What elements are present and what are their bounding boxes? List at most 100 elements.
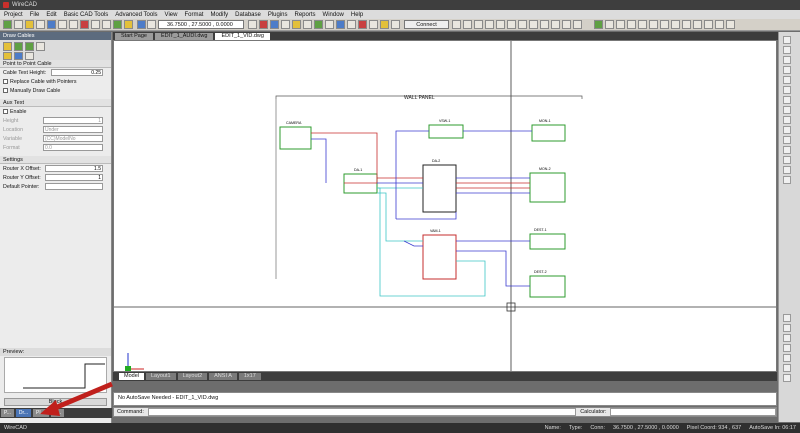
save-icon[interactable] xyxy=(25,20,34,29)
new-icon[interactable] xyxy=(3,20,12,29)
tile-icon[interactable] xyxy=(660,20,669,29)
equipment-icon[interactable] xyxy=(627,20,636,29)
height-input[interactable] xyxy=(43,117,103,124)
zoom-realtime-icon[interactable] xyxy=(518,20,527,29)
zoom-out-icon[interactable] xyxy=(463,20,472,29)
variable-input[interactable] xyxy=(43,135,103,142)
menu-database[interactable]: Database xyxy=(235,12,261,18)
menu-modify[interactable]: Modify xyxy=(210,12,229,18)
cable-text-height-input[interactable] xyxy=(51,69,103,76)
erase-icon[interactable] xyxy=(783,36,791,44)
pointer-tool-icon[interactable] xyxy=(25,52,34,60)
zoom-extents-icon[interactable] xyxy=(485,20,494,29)
paste-icon[interactable] xyxy=(69,20,78,29)
tab-vid[interactable]: EDIT_1_VID.dwg xyxy=(215,33,270,40)
save-all-icon[interactable] xyxy=(638,20,647,29)
zoom-prev-icon[interactable] xyxy=(507,20,516,29)
redraw-icon[interactable] xyxy=(573,20,582,29)
rect-icon[interactable] xyxy=(783,166,791,174)
table-icon[interactable] xyxy=(605,20,614,29)
ellipse-icon[interactable] xyxy=(783,176,791,184)
replace-checkbox[interactable] xyxy=(3,79,8,84)
menu-reports[interactable]: Reports xyxy=(294,12,316,18)
refresh-icon[interactable] xyxy=(562,20,571,29)
default-pointer-select[interactable] xyxy=(45,183,103,190)
pan-tool-icon[interactable] xyxy=(783,324,791,332)
arc-tool-icon[interactable] xyxy=(783,156,791,164)
cable-icon[interactable] xyxy=(616,20,625,29)
device-mon-2[interactable]: MON-2 xyxy=(529,167,566,203)
trim-icon[interactable] xyxy=(783,126,791,134)
link-icon[interactable] xyxy=(704,20,713,29)
line-tool-icon[interactable] xyxy=(783,46,791,54)
tab-ansi-a[interactable]: ANSI A xyxy=(209,373,237,380)
props-icon[interactable] xyxy=(783,374,791,382)
layer-tool-icon[interactable] xyxy=(783,364,791,372)
menu-format[interactable]: Format xyxy=(184,12,204,18)
wire-icon[interactable] xyxy=(303,20,312,29)
polyline-icon[interactable] xyxy=(783,56,791,64)
enable-checkbox[interactable] xyxy=(3,109,8,114)
delete-icon[interactable] xyxy=(80,20,89,29)
arc-icon[interactable] xyxy=(281,20,290,29)
flag-icon[interactable] xyxy=(358,20,367,29)
zoom-window-icon[interactable] xyxy=(474,20,483,29)
block-icon[interactable] xyxy=(336,20,345,29)
tab-start-page[interactable]: Start Page xyxy=(115,33,153,40)
pointer-icon[interactable] xyxy=(347,20,356,29)
device-dest-1[interactable]: DEST-1 xyxy=(529,228,566,250)
route-tool-icon[interactable] xyxy=(14,52,23,60)
enable-row[interactable]: Enable xyxy=(0,107,111,116)
device-da-1[interactable]: DA-1 xyxy=(343,168,378,194)
zoom-all-icon[interactable] xyxy=(496,20,505,29)
undo-icon[interactable] xyxy=(91,20,100,29)
tab-layout1[interactable]: Layout1 xyxy=(145,373,176,380)
line-icon[interactable] xyxy=(270,20,279,29)
stop-tool-icon[interactable] xyxy=(36,42,45,51)
format-input[interactable] xyxy=(43,144,103,151)
zoom-scale-icon[interactable] xyxy=(540,20,549,29)
connect-button[interactable]: Connect xyxy=(404,20,449,29)
command-input[interactable] xyxy=(147,408,577,416)
pan-icon[interactable] xyxy=(113,20,122,29)
zoom-tool-icon[interactable] xyxy=(783,344,791,352)
panel-tab-1[interactable]: P... xyxy=(1,409,14,417)
router-x-input[interactable] xyxy=(45,165,103,172)
sync-icon[interactable] xyxy=(693,20,702,29)
print-icon[interactable] xyxy=(36,20,45,29)
menu-window[interactable]: Window xyxy=(322,12,344,18)
pencil-icon[interactable] xyxy=(124,20,133,29)
menu-advanced-tools[interactable]: Advanced Tools xyxy=(115,12,158,18)
tab-11x17[interactable]: 1x17 xyxy=(238,373,261,380)
text-icon[interactable] xyxy=(325,20,334,29)
device-camera[interactable]: CAMERA xyxy=(279,121,312,150)
report-icon[interactable] xyxy=(594,20,603,29)
regen-icon[interactable] xyxy=(551,20,560,29)
menu-file[interactable]: File xyxy=(29,12,40,18)
open-icon[interactable] xyxy=(14,20,23,29)
play-icon[interactable] xyxy=(14,42,23,51)
copy-tool-icon[interactable] xyxy=(783,86,791,94)
device-vam-1[interactable]: VAM-1 xyxy=(422,229,457,280)
zoom-center-icon[interactable] xyxy=(529,20,538,29)
redo-icon[interactable] xyxy=(102,20,111,29)
step-icon[interactable] xyxy=(25,42,34,51)
dim-icon[interactable] xyxy=(391,20,400,29)
hatch-icon[interactable] xyxy=(380,20,389,29)
grid-icon[interactable] xyxy=(147,20,156,29)
tab-layout2[interactable]: Layout2 xyxy=(177,373,208,380)
cut-icon[interactable] xyxy=(47,20,56,29)
view-icon[interactable] xyxy=(783,354,791,362)
stop-icon[interactable] xyxy=(259,20,268,29)
location-input[interactable] xyxy=(43,126,103,133)
circle-icon[interactable] xyxy=(783,146,791,154)
layer-icon[interactable] xyxy=(248,20,257,29)
manual-checkbox[interactable] xyxy=(3,88,8,93)
settings-icon[interactable] xyxy=(715,20,724,29)
rotate-icon[interactable] xyxy=(783,96,791,104)
drawing-canvas[interactable]: WALL PANEL CAMERA DA-1 VSW-1 DA-2 MON-1 … xyxy=(113,40,777,372)
tab-model[interactable]: Model xyxy=(119,373,144,380)
fit-icon[interactable] xyxy=(783,314,791,322)
menu-plugins[interactable]: Plugins xyxy=(267,12,288,18)
text-tool-icon[interactable] xyxy=(783,66,791,74)
